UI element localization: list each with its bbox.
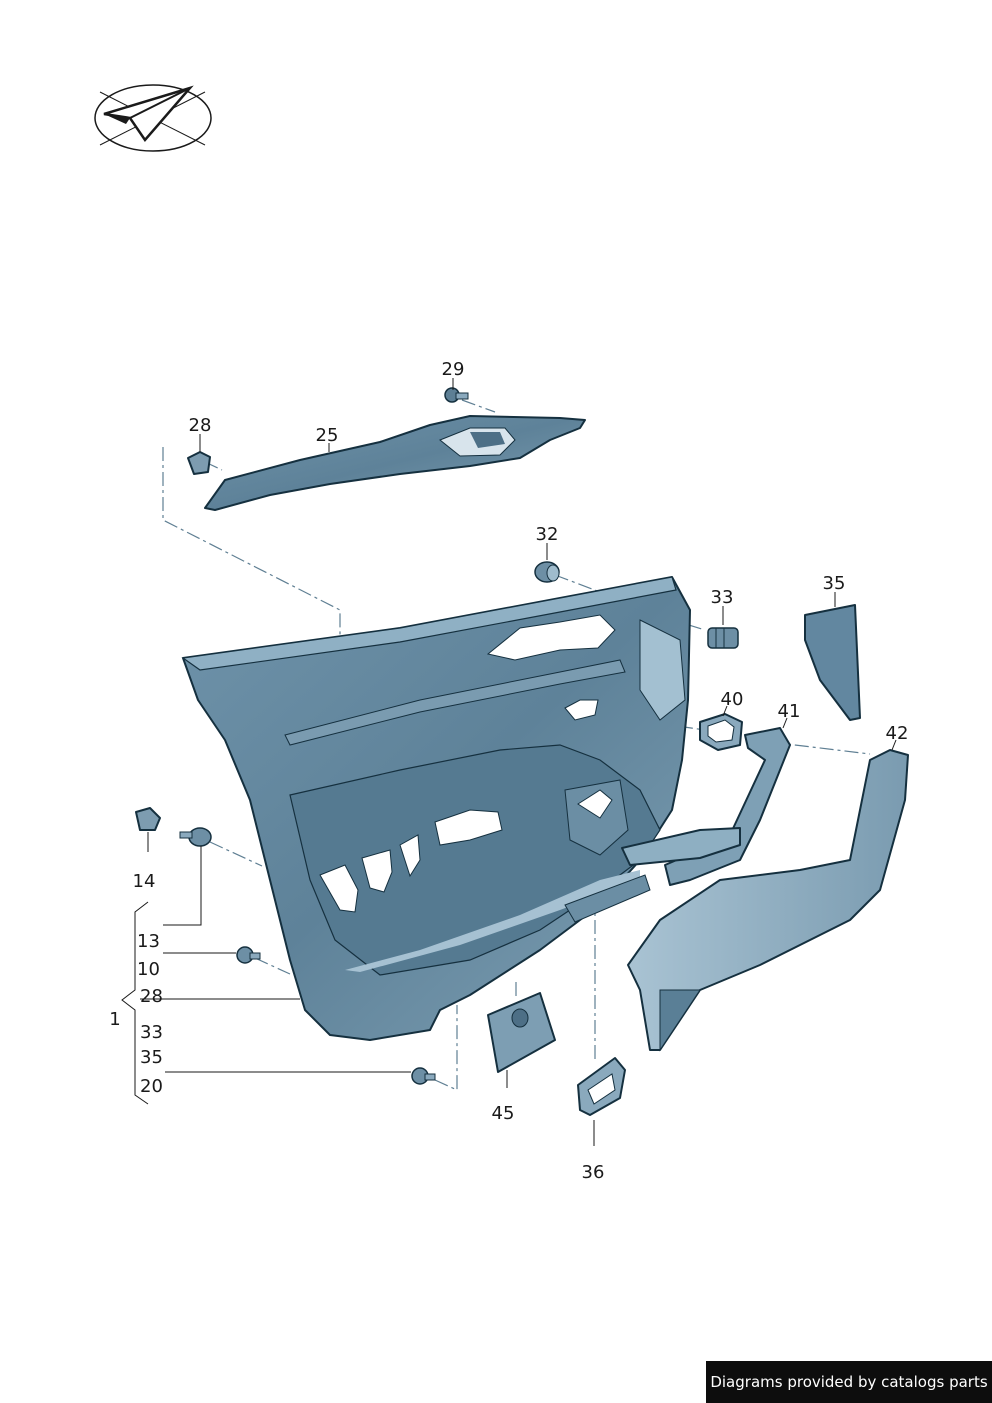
label-28: 28 (189, 415, 212, 436)
armrest-part-42 (627, 749, 909, 1052)
label-45: 45 (492, 1103, 515, 1124)
pocket-part-45 (487, 992, 556, 1073)
clip-part-33 (707, 627, 739, 649)
label-32: 32 (536, 524, 559, 545)
group-item-label: 35 (140, 1047, 163, 1068)
screw-part-29 (444, 387, 469, 403)
label-14: 14 (133, 871, 156, 892)
cover-part-35 (804, 604, 861, 721)
label-40: 40 (721, 689, 744, 710)
fastener-part-14 (135, 807, 161, 831)
group-item-label: 10 (137, 959, 160, 980)
grab-bracket-part-41 (621, 727, 791, 886)
group-item-label: 28 (140, 986, 163, 1007)
paper-plane-icon (94, 84, 212, 152)
group-item-label: 33 (140, 1022, 163, 1043)
label-group-1: 1 (109, 1009, 120, 1030)
label-33: 33 (711, 587, 734, 608)
group-item-label: 13 (137, 931, 160, 952)
label-36: 36 (582, 1162, 605, 1183)
label-25: 25 (316, 425, 339, 446)
footer-credit: Diagrams provided by catalogs parts (706, 1361, 992, 1403)
label-29: 29 (442, 359, 465, 380)
door-trim-panel (181, 576, 691, 1041)
plug-part-32 (534, 561, 560, 583)
fastener-part-10 (236, 946, 261, 964)
label-35: 35 (823, 573, 846, 594)
fastener-part-13 (179, 827, 212, 847)
label-41: 41 (778, 701, 801, 722)
group-item-label: 20 (140, 1076, 163, 1097)
bezel-part-40 (699, 713, 743, 751)
fastener-part-20 (411, 1067, 436, 1085)
handle-part-36 (577, 1057, 626, 1116)
part-labels: 29 28 25 32 33 35 40 41 42 14 45 36 1 13… (109, 359, 908, 1183)
leader-lines (121, 378, 897, 1146)
label-42: 42 (886, 723, 909, 744)
clip-part-28 (187, 451, 211, 475)
upper-trim-strip (204, 415, 586, 511)
